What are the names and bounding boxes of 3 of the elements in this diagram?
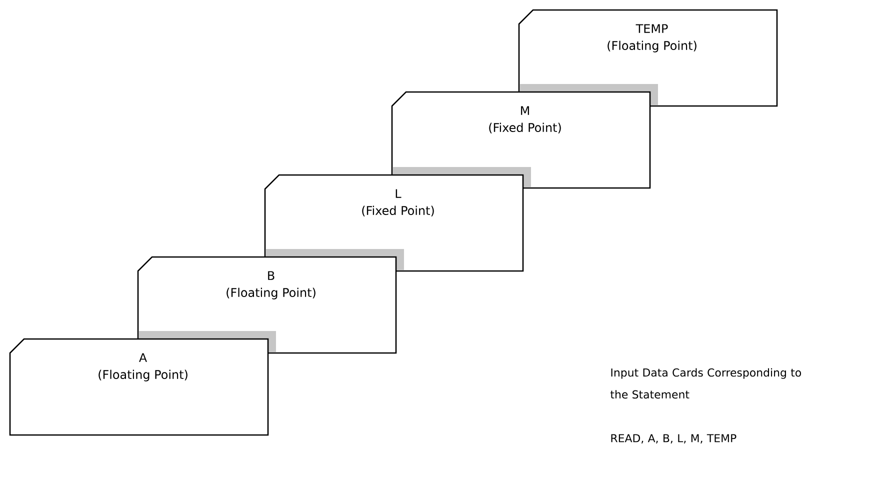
data-card: A (Floating Point)	[9, 338, 269, 436]
caption-text: Input Data Cards Corresponding to the Statement	[610, 368, 802, 399]
caption-text: READ, A, B, L, M, TEMP	[611, 434, 736, 444]
